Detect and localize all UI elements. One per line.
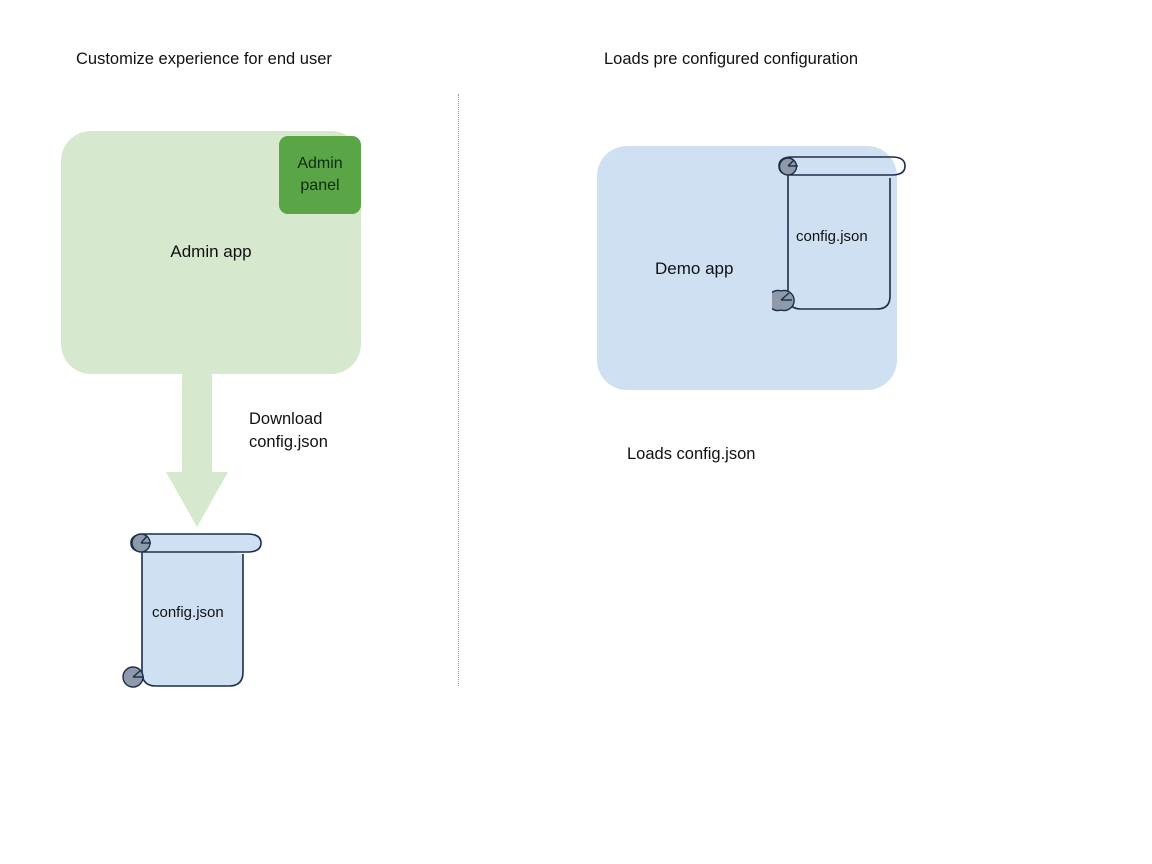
panel-divider (458, 94, 459, 686)
download-arrow-icon (166, 372, 228, 527)
demo-app-label: Demo app (655, 259, 734, 278)
scroll-document-glyph (122, 533, 262, 688)
admin-panel-badge[interactable]: Admin panel (279, 136, 361, 214)
config-json-document-right[interactable]: config.json (772, 152, 912, 314)
scroll-document-glyph (772, 156, 906, 312)
right-panel-title: Loads pre configured configuration (604, 50, 859, 68)
config-json-document-left[interactable]: config.json (122, 528, 267, 690)
loads-config-caption: Loads config.json (627, 445, 756, 463)
demo-app-box (597, 146, 897, 390)
config-json-document-right-label: config.json (796, 228, 868, 245)
config-json-document-left-label: config.json (152, 604, 224, 621)
admin-panel-badge-label: Admin panel (297, 155, 343, 194)
admin-app-label: Admin app (170, 242, 252, 261)
download-arrow-glyph (166, 372, 228, 527)
left-panel-title: Customize experience for end user (76, 50, 332, 68)
download-arrow-label: Download config.json (249, 410, 328, 451)
